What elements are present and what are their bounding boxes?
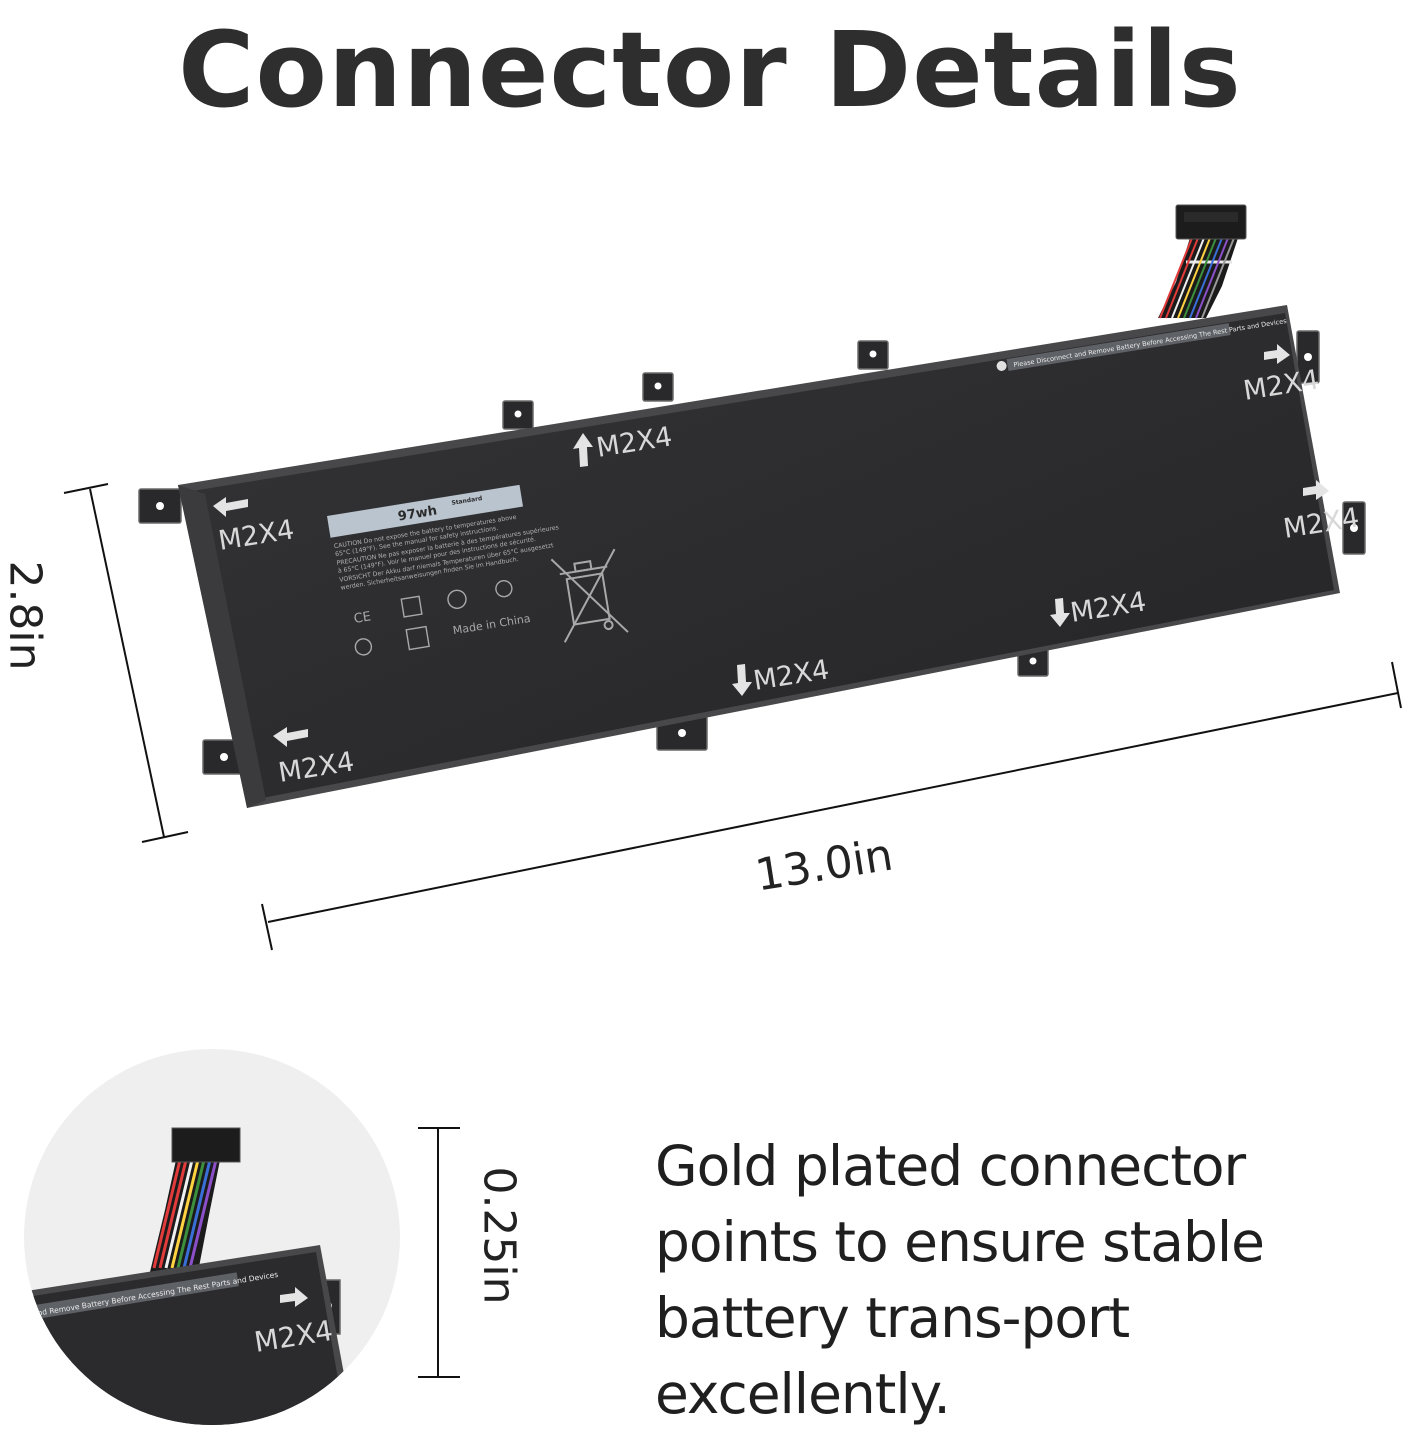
- page-title: Connector Details: [178, 9, 1242, 131]
- battery-pack: [178, 305, 1340, 808]
- certification-icon: [495, 579, 513, 598]
- dimension-line-height: [63, 483, 189, 843]
- weee-bin-icon: [550, 548, 629, 643]
- tab-holes: [156, 350, 1358, 761]
- certification-icon: [400, 595, 423, 618]
- capacity-text: 97wh: [397, 503, 438, 524]
- battery-label: 97wh Standard CAUTION Do not expose the …: [327, 484, 559, 656]
- feature-description: Gold plated connector points to ensure s…: [655, 1134, 1265, 1426]
- screw-arrows: [213, 344, 1329, 747]
- cable-connector: [1175, 204, 1247, 240]
- connector-zoom-view: nd Remove Battery Before Accessing The R…: [24, 1049, 400, 1425]
- ribbon-cable: [1158, 237, 1238, 319]
- dimension-line-length: [261, 661, 1402, 951]
- height-dimension-label: 2.8in: [0, 560, 51, 671]
- thickness-dimension-label: 0.25in: [473, 1166, 525, 1305]
- certification-icon: [447, 589, 467, 609]
- recycle-icon: [405, 625, 430, 651]
- svg-text:CE: CE: [353, 609, 372, 627]
- zoom-connector: [171, 1127, 241, 1163]
- standard-text: Standard: [451, 495, 483, 507]
- dimension-line-thickness: [418, 1127, 460, 1378]
- recycle-icon: [354, 638, 373, 656]
- zoom-screw-arrow: [280, 1287, 308, 1307]
